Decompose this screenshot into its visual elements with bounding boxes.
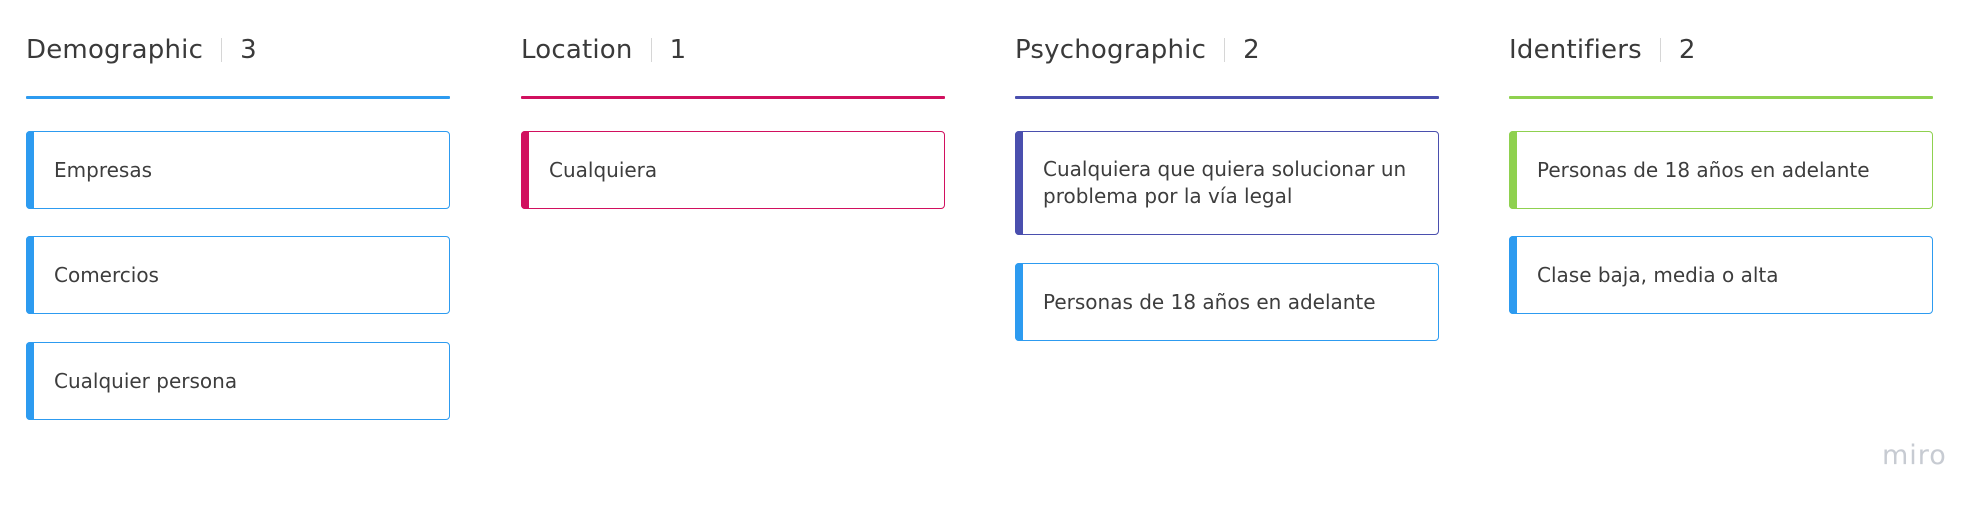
column-header: Demographic 3: [26, 30, 450, 70]
sticky-card[interactable]: Clase baja, media o alta: [1509, 236, 1933, 314]
card-color-bar: [1015, 263, 1023, 341]
card-text: Personas de 18 años en adelante: [1537, 157, 1870, 182]
column-title: Psychographic: [1015, 35, 1207, 65]
card-text: Cualquiera que quiera solucionar un prob…: [1043, 157, 1407, 208]
sticky-card[interactable]: Empresas: [26, 131, 450, 209]
card-color-bar: [26, 131, 34, 209]
sticky-card[interactable]: Personas de 18 años en adelante: [1015, 263, 1439, 341]
column-title: Identifiers: [1509, 35, 1642, 65]
card-text: Empresas: [54, 157, 152, 182]
card-text: Cualquier persona: [54, 368, 238, 393]
header-divider: [650, 38, 652, 62]
sticky-card[interactable]: Cualquiera: [521, 131, 945, 209]
column-count: 3: [240, 35, 257, 65]
column-underline: [521, 96, 945, 99]
column-count: 1: [669, 35, 687, 65]
sticky-card[interactable]: Cualquiera que quiera solucionar un prob…: [1015, 131, 1439, 235]
column-count: 2: [1243, 35, 1260, 65]
column-header: Identifiers 2: [1509, 30, 1933, 70]
sticky-card[interactable]: Comercios: [26, 236, 450, 314]
sticky-card[interactable]: Personas de 18 años en adelante: [1509, 131, 1933, 209]
card-text: Personas de 18 años en adelante: [1043, 289, 1376, 314]
column-header: Location 1: [521, 30, 945, 70]
card-color-bar: [1015, 131, 1023, 235]
column-underline: [1509, 96, 1933, 99]
header-divider: [1659, 38, 1661, 62]
card-text: Comercios: [54, 262, 159, 287]
card-color-bar: [1509, 236, 1517, 314]
miro-logo: miro: [1882, 440, 1947, 471]
column-header: Psychographic 2: [1015, 30, 1439, 70]
header-divider: [1224, 38, 1226, 62]
card-color-bar: [26, 236, 34, 314]
column-title: Location: [521, 35, 633, 65]
card-color-bar: [521, 131, 529, 209]
sticky-card[interactable]: Cualquier persona: [26, 342, 450, 420]
column-underline: [26, 96, 450, 99]
card-color-bar: [1509, 131, 1517, 209]
header-divider: [221, 38, 223, 62]
card-text: Clase baja, media o alta: [1537, 262, 1779, 287]
card-text: Cualquiera: [549, 157, 658, 182]
card-color-bar: [26, 342, 34, 420]
column-underline: [1015, 96, 1439, 99]
column-title: Demographic: [26, 35, 204, 65]
column-count: 2: [1678, 35, 1696, 65]
